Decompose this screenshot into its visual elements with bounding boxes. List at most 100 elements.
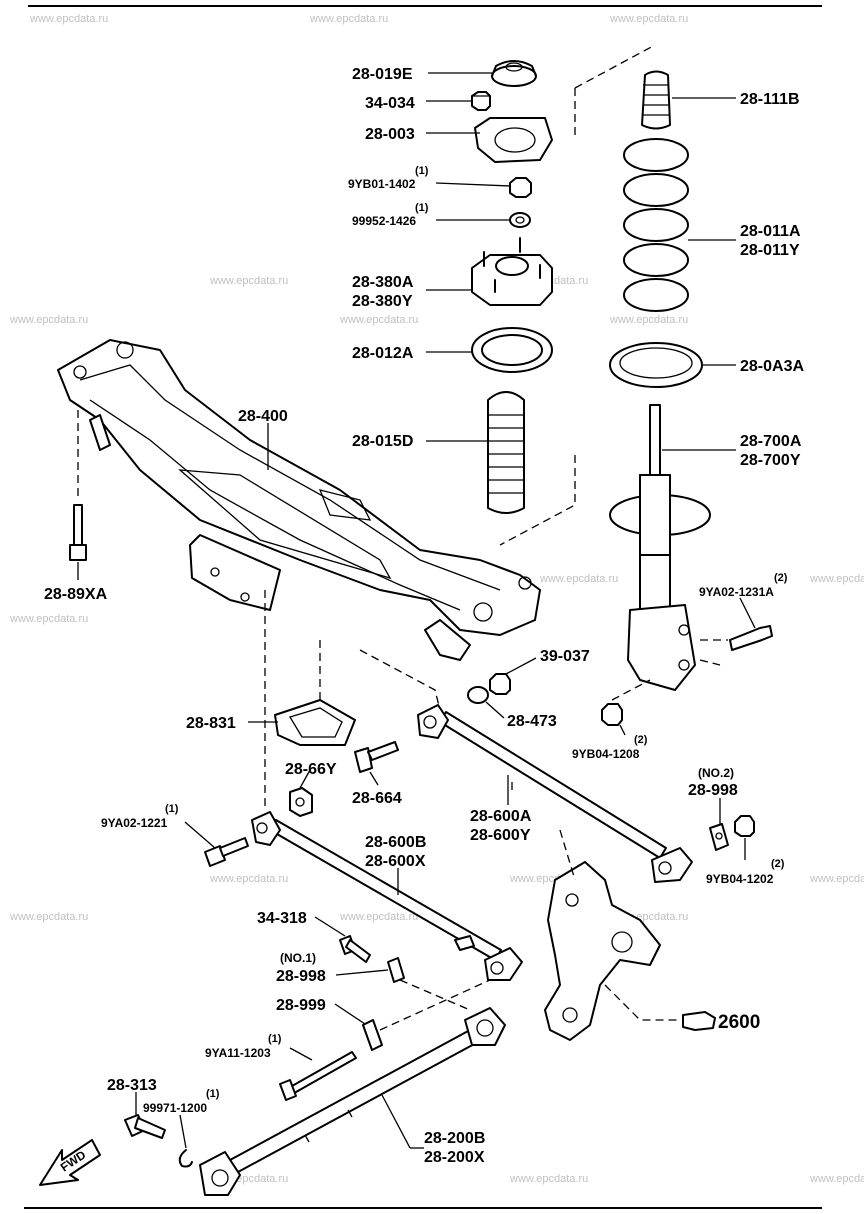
flange-nut-icon [509,177,532,198]
washer-icon [509,212,531,228]
label-28-998-no1: 28-998 [276,968,326,985]
label-28-831: 28-831 [186,715,236,732]
long-bolt-icon [279,1051,357,1101]
knuckle-icon [544,861,661,1041]
watermark-text: www.epcdata.ru [29,13,108,25]
watermark-text: www.epcdata.ru [339,911,418,923]
assembly-dash [604,984,680,1021]
qty-9YB01: (1) [415,165,429,177]
label-39-037: 39-037 [540,648,590,665]
watermark-text: www.epcdata.ru [209,275,288,287]
watermark-text: www.epcdata.ru [539,573,618,585]
label-28-380A: 28-380A [352,274,414,291]
watermark-text: www.epcdata.ru [209,873,288,885]
dust-boot-icon [487,391,525,514]
label-28-011Y: 28-011Y [740,242,800,259]
label-28-700A: 28-700A [740,433,802,450]
qty-99971: (1) [206,1088,220,1100]
label-99971-1200: 99971-1200 [143,1101,207,1115]
qty-9YA02-1231: (2) [774,572,788,584]
mount-plate-icon [474,117,553,163]
bolt-icon [339,935,371,963]
strut-assembly-outline [499,44,656,546]
leader-lines-bush [299,769,379,789]
watermark-text: www.epcdata.ru [809,1173,864,1185]
watermark-text: www.epcdata.ru [9,911,88,923]
watermark-text: www.epcdata.ru [309,13,388,25]
label-9YB01-1402: 9YB01-1402 [348,177,416,191]
leader-lines-bottom-left [135,1092,187,1149]
adjusting-plate-icon [709,823,729,851]
qty-9YA02-1221: (1) [165,803,179,815]
label-28-66Y: 28-66Y [285,761,337,778]
bolt-icon [354,741,399,773]
leader-line [381,1094,411,1149]
assembly-dash [611,679,651,701]
crossmember-icon [57,339,541,661]
eccentric-washer-icon [467,686,489,704]
nut-icon [489,673,511,695]
label-28-400: 28-400 [238,408,288,425]
leader-lines-no2 [719,798,746,860]
fwd-arrow-icon [39,1139,101,1186]
label-28-700Y: 28-700Y [740,452,801,469]
label-28-313: 28-313 [107,1077,157,1094]
label-28-998-no2: 28-998 [688,782,738,799]
adjusting-plate-icon [387,957,405,983]
bolt-icon [124,1114,166,1139]
nut-icon [471,91,491,111]
leader-lines-crossmember [77,423,269,580]
label-28-600X: 28-600X [365,853,426,870]
bolt-icon [204,837,249,867]
leader-lines-left-mid [314,916,389,1025]
spring-seat-ring-icon [471,327,553,373]
label-28-200X: 28-200X [424,1149,485,1166]
watermark-text: www.epcdata.ru [809,873,864,885]
leader-line [289,1047,313,1061]
leader-lines-right [619,97,756,736]
label-2600: 2600 [718,1012,760,1033]
label-28-012A: 28-012A [352,345,414,362]
label-no2: (NO.2) [698,766,734,780]
label-28-999: 28-999 [276,997,326,1014]
watermark-text: www.epcdata.ru [609,13,688,25]
coil-spring-icon [623,138,689,312]
qty-9YA11: (1) [268,1033,282,1045]
label-9YA11-1203: 9YA11-1203 [205,1046,271,1060]
assembly-dash [264,590,441,810]
watermark-text: www.epcdata.ru [9,613,88,625]
upper-lateral-link-icon [417,704,693,883]
qty-99952: (1) [415,202,429,214]
trailing-link-icon [199,1007,506,1196]
label-28-473: 28-473 [507,713,557,730]
assembly-dash [699,639,728,666]
mount-cap-icon [491,60,537,87]
leader-lines-center [426,72,511,442]
label-28-0A3A: 28-0A3A [740,358,804,375]
label-9YA02-1221: 9YA02-1221 [101,816,168,830]
label-34-034: 34-034 [365,95,415,112]
label-34-318: 34-318 [257,910,307,927]
part-labels: 28-019E 34-034 28-003 (1) 9YB01-1402 (1)… [44,66,804,1174]
label-99952-1426: 99952-1426 [352,214,416,228]
label-28-015D: 28-015D [352,433,413,450]
long-bolt-icon [69,504,87,561]
label-28-600B: 28-600B [365,834,426,851]
clip-icon [178,1149,193,1168]
bump-stop-icon [641,70,671,130]
qty-9YB04-1208: (2) [634,734,648,746]
label-28-011A: 28-011A [740,223,801,240]
nut-icon [734,815,755,837]
label-28-019E: 28-019E [352,66,413,83]
label-28-380Y: 28-380Y [352,293,413,310]
spring-seat-icon [609,342,703,388]
bushing-icon [289,787,313,817]
assembly-dash [559,829,576,881]
see-ref-hand-icon [682,1011,716,1031]
label-28-600A: 28-600A [470,808,532,825]
shock-absorber-icon [609,404,711,691]
strut-mount-icon [471,237,553,306]
assembly-dash [379,979,491,1031]
bracket-plate-icon [274,699,356,746]
